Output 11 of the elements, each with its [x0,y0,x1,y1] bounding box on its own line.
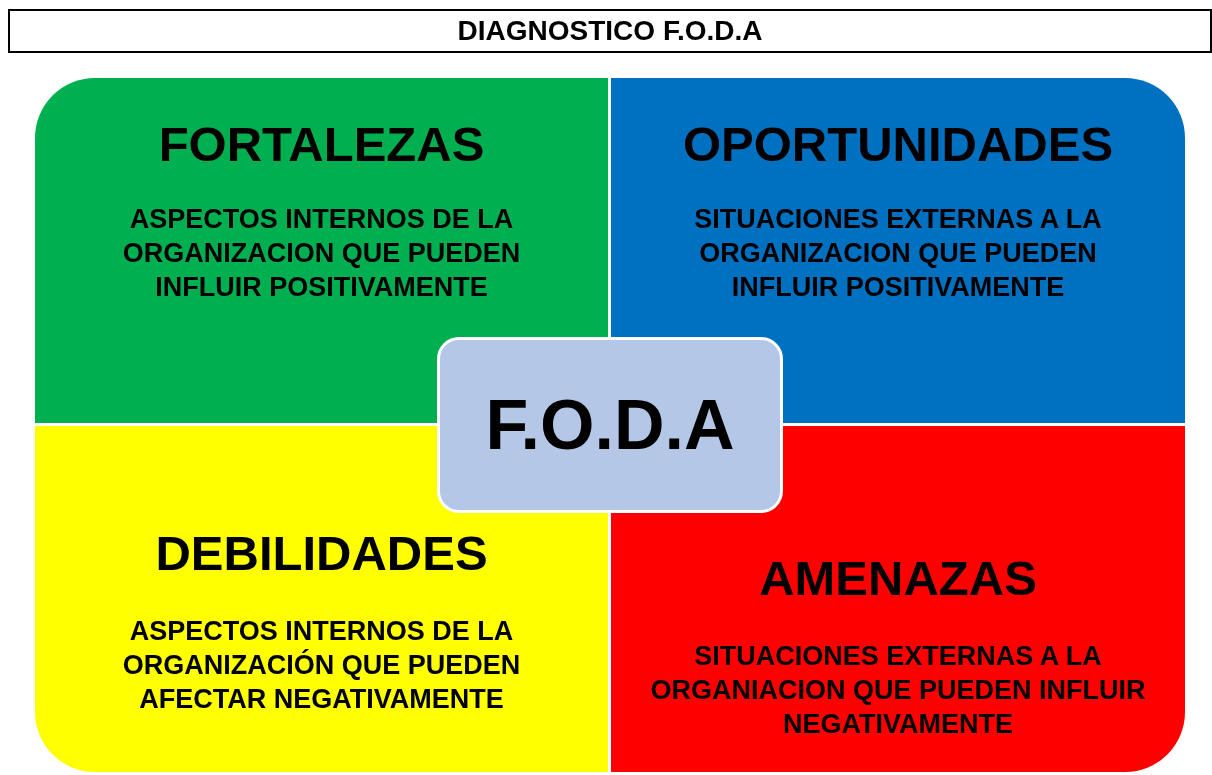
quadrant-heading: DEBILIDADES [154,525,489,582]
center-box [437,337,783,513]
quadrant-description: ASPECTOS INTERNOS DE LA ORGANIZACION QUE PUEDEN INFLUIR POSITIVAMENTE [121,203,522,304]
diagram-title: DIAGNOSTICO F.O.D.A [8,9,1212,53]
quadrant-heading: OPORTUNIDADES [681,116,1115,173]
quadrant-description: SITUACIONES EXTERNAS A LA ORGANIACION QUE PUEDEN INFLUIR NEGATIVAMENTE [649,640,1147,741]
quadrant-description: SITUACIONES EXTERNAS A LA ORGANIZACION QUE PUEDEN INFLUIR POSITIVAMENTE [693,203,1103,304]
quadrant-heading: FORTALEZAS [157,116,486,173]
center-label: F.O.D.A [485,385,735,465]
quadrant-heading: AMENAZAS [758,550,1038,607]
quadrant-description: ASPECTOS INTERNOS DE LA ORGANIZACIÓN QUE PUEDEN AFECTAR NEGATIVAMENTE [121,615,522,716]
